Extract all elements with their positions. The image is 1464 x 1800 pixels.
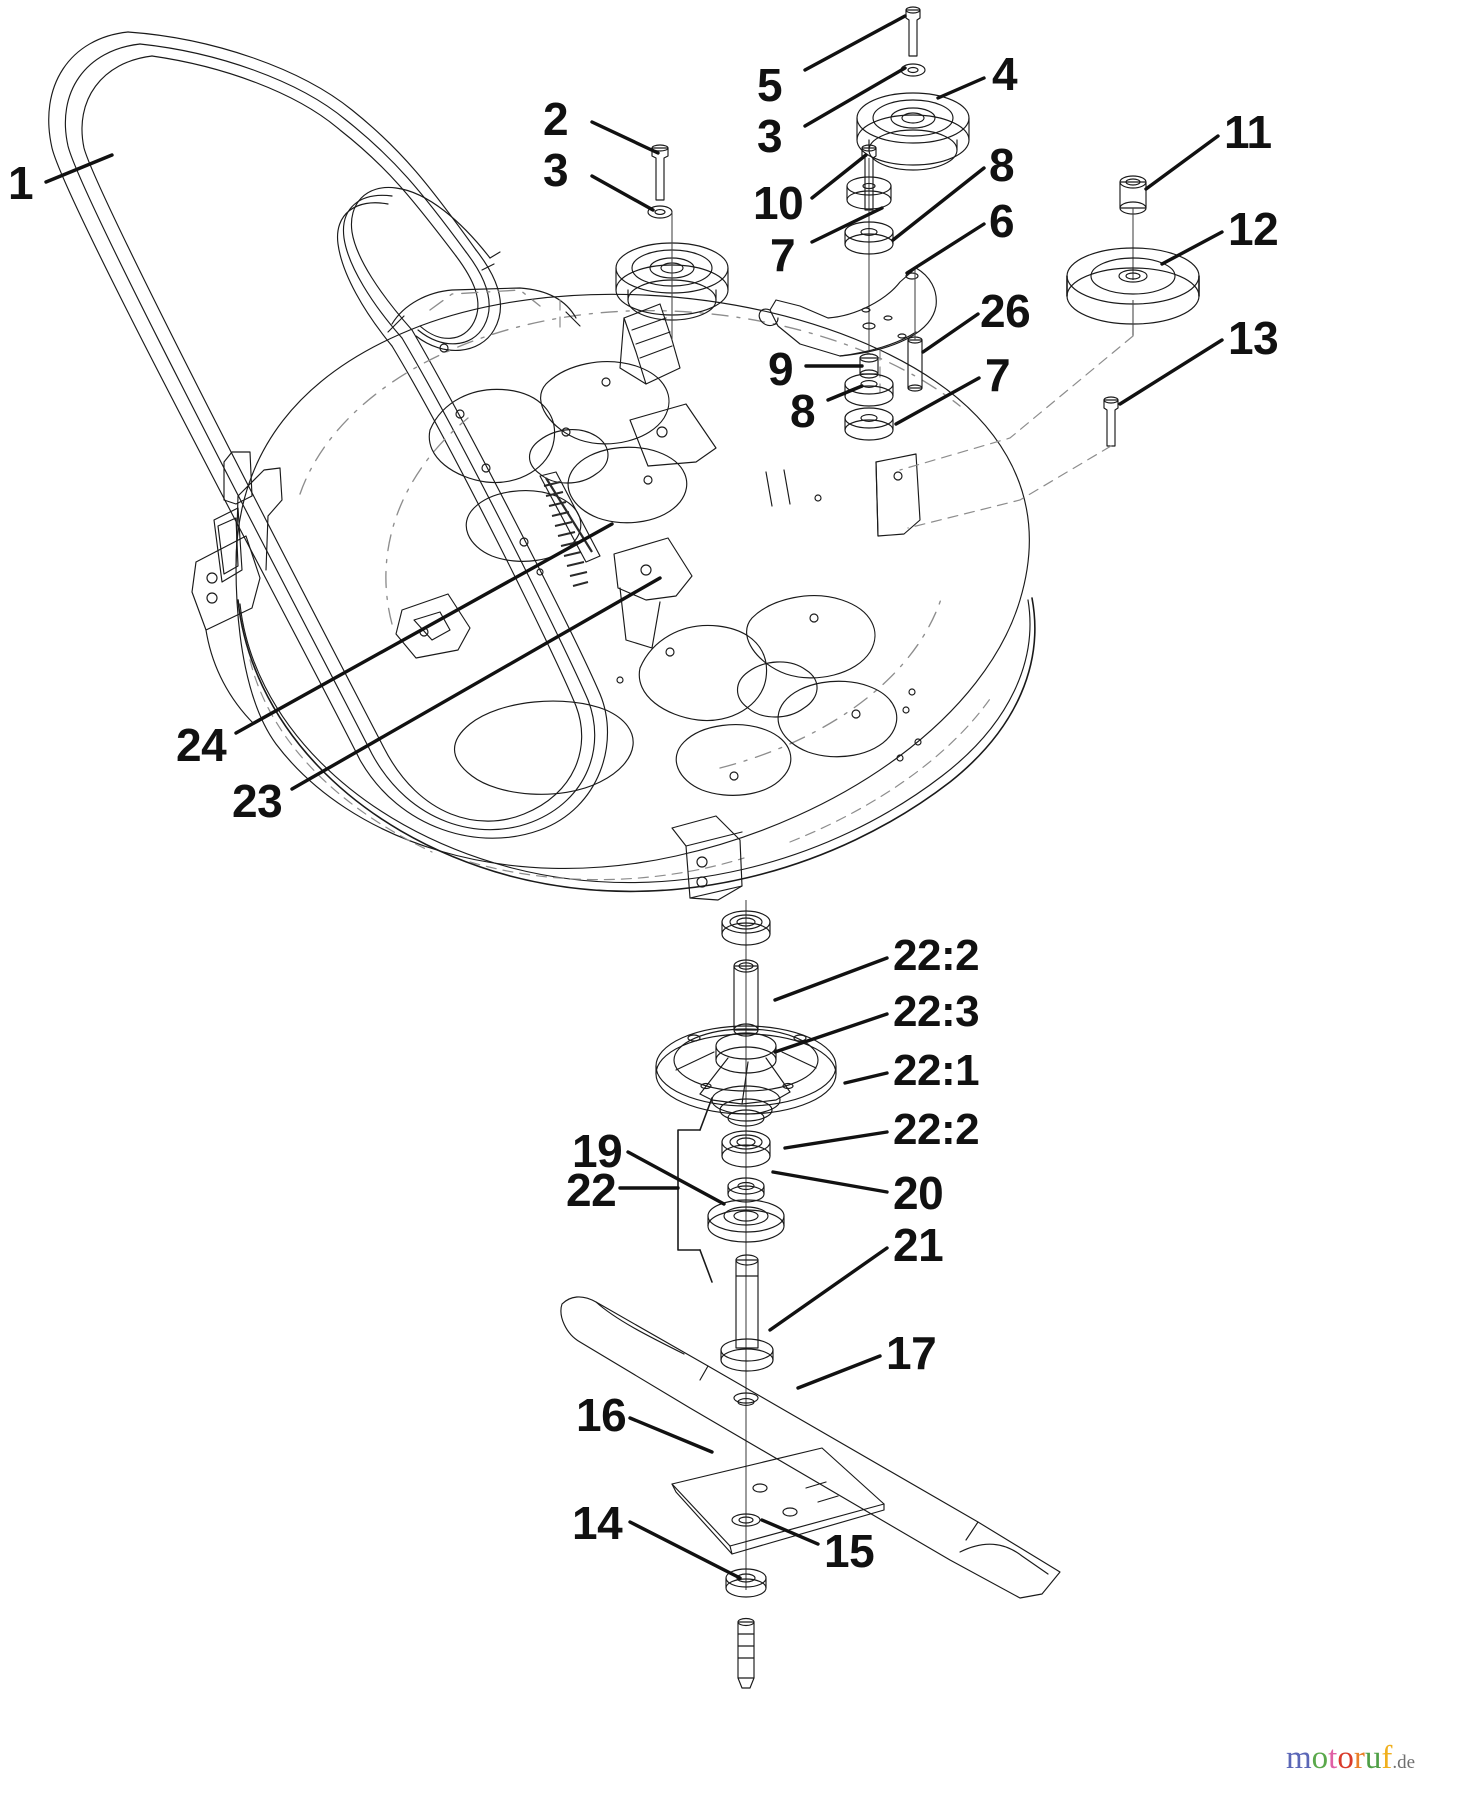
- callout-label-14: 14: [572, 1497, 623, 1549]
- leader-line-19: [626, 1150, 726, 1206]
- part-21-bolt: [720, 1254, 774, 1372]
- leader-line-2: [590, 120, 660, 155]
- watermark-letter-0: m: [1286, 1740, 1312, 1776]
- part-14-bolt: [737, 1617, 755, 1689]
- part-6-idler-arm-bracket: [758, 267, 937, 357]
- callout-label-22-2b: 22:2: [893, 1105, 980, 1154]
- leader-line-10: [810, 153, 868, 200]
- callout-label-4: 4: [992, 48, 1018, 100]
- callout-label-21: 21: [893, 1219, 944, 1271]
- leader-line-23: [290, 576, 662, 791]
- callout-label-23: 23: [232, 775, 283, 827]
- callout-leader-lines: [44, 14, 1224, 1580]
- idler-pulley-left: [615, 212, 729, 340]
- leader-line-3a: [590, 174, 655, 212]
- leader-line-12: [1160, 230, 1224, 266]
- motoruf-watermark: motoruf.de: [1286, 1742, 1415, 1775]
- leader-line-4: [936, 76, 986, 100]
- part-10-spacer-bolt: [861, 144, 877, 350]
- part-13-bolt: [899, 335, 1134, 529]
- callout-label-12: 12: [1228, 203, 1279, 255]
- callout-label-17: 17: [886, 1327, 937, 1379]
- callout-label-7a: 7: [770, 229, 796, 281]
- callout-label-19: 19: [572, 1125, 623, 1177]
- part-20-washer: [727, 1177, 765, 1203]
- leader-line-11: [1144, 134, 1220, 191]
- leader-line-22-1: [843, 1071, 889, 1085]
- callout-label-22: 22: [566, 1164, 617, 1216]
- leader-line-17: [796, 1354, 882, 1390]
- part-8-washer-upper: [844, 221, 894, 255]
- leader-line-5: [803, 14, 907, 72]
- callout-label-22-2a: 22:2: [893, 931, 980, 980]
- callout-label-1: 1: [8, 157, 34, 209]
- part-26-shoulder-bolt: [907, 268, 923, 392]
- callout-label-2: 2: [543, 93, 569, 145]
- part-4-idler-pulley: [856, 92, 970, 171]
- callout-label-26: 26: [980, 285, 1031, 337]
- leader-line-24: [234, 522, 614, 735]
- callout-label-11: 11: [1224, 106, 1272, 158]
- part-11-nut: [1119, 175, 1147, 280]
- callout-label-3b: 3: [757, 110, 783, 162]
- callout-label-10: 10: [753, 177, 804, 229]
- part-22-spindle-assembly: [655, 900, 837, 1590]
- callout-label-5: 5: [757, 59, 783, 111]
- leader-line-16: [628, 1416, 714, 1454]
- part-17-blade: [560, 1296, 1061, 1599]
- callout-label-16: 16: [576, 1389, 627, 1441]
- callout-label-3a: 3: [543, 144, 569, 196]
- leader-line-8a: [891, 166, 986, 242]
- part-5-bolt: [905, 6, 921, 57]
- part-8-washer-lower: [844, 373, 894, 407]
- leader-line-14: [628, 1520, 742, 1580]
- watermark-letter-5: u: [1364, 1740, 1382, 1776]
- leader-line-1: [44, 153, 114, 184]
- callout-label-22-1: 22:1: [893, 1046, 980, 1095]
- part-22-2-bearing-bottom: [721, 1130, 771, 1168]
- callout-label-6: 6: [989, 195, 1015, 247]
- watermark-letter-1: o: [1311, 1740, 1329, 1776]
- part-7-spacer-lower: [844, 407, 894, 441]
- leader-line-22-3: [773, 1012, 889, 1054]
- callout-label-15: 15: [824, 1525, 875, 1577]
- part-1-belt: [48, 31, 608, 839]
- leader-line-26: [921, 312, 980, 354]
- leader-line-6: [905, 222, 986, 275]
- leader-line-20: [771, 1170, 889, 1194]
- leader-line-22-2a: [773, 956, 889, 1002]
- part-23-24-spring-rod: [539, 471, 601, 587]
- leader-line-7b: [894, 376, 981, 426]
- leader-line-21: [768, 1246, 889, 1332]
- callout-label-8b: 8: [790, 385, 816, 437]
- watermark-letter-3: o: [1337, 1740, 1354, 1776]
- part-19-washer-large: [707, 1199, 785, 1243]
- part-22-3-spacer: [733, 959, 759, 1037]
- leader-line-13: [1118, 338, 1224, 406]
- leader-line-15: [760, 1518, 820, 1546]
- part-2-bolt: [651, 144, 669, 201]
- callout-label-20: 20: [893, 1167, 944, 1219]
- part-22-2-bearing-top: [721, 910, 771, 946]
- callout-label-13: 13: [1228, 312, 1279, 364]
- watermark-domain: .de: [1392, 1752, 1416, 1773]
- leader-line-3b: [803, 66, 907, 128]
- leader-line-7a: [810, 206, 884, 244]
- part-16-blade-adapter: [671, 1447, 885, 1555]
- leader-line-22-2b: [783, 1130, 889, 1150]
- part-12-pulley: [1066, 247, 1200, 336]
- callout-label-24: 24: [176, 719, 227, 771]
- mower-deck: [191, 287, 1036, 901]
- callout-label-8a: 8: [989, 139, 1015, 191]
- watermark-letter-4: r: [1353, 1740, 1365, 1776]
- callout-label-7b: 7: [985, 349, 1011, 401]
- callout-label-22-3: 22:3: [893, 987, 980, 1036]
- watermark-letter-2: t: [1328, 1740, 1338, 1776]
- watermark-letter-6: f: [1381, 1740, 1393, 1776]
- callout-label-9: 9: [768, 343, 794, 395]
- part-9-nut: [859, 353, 879, 379]
- leader-line-8b: [826, 384, 864, 402]
- part-7-spacer-upper: [846, 176, 892, 210]
